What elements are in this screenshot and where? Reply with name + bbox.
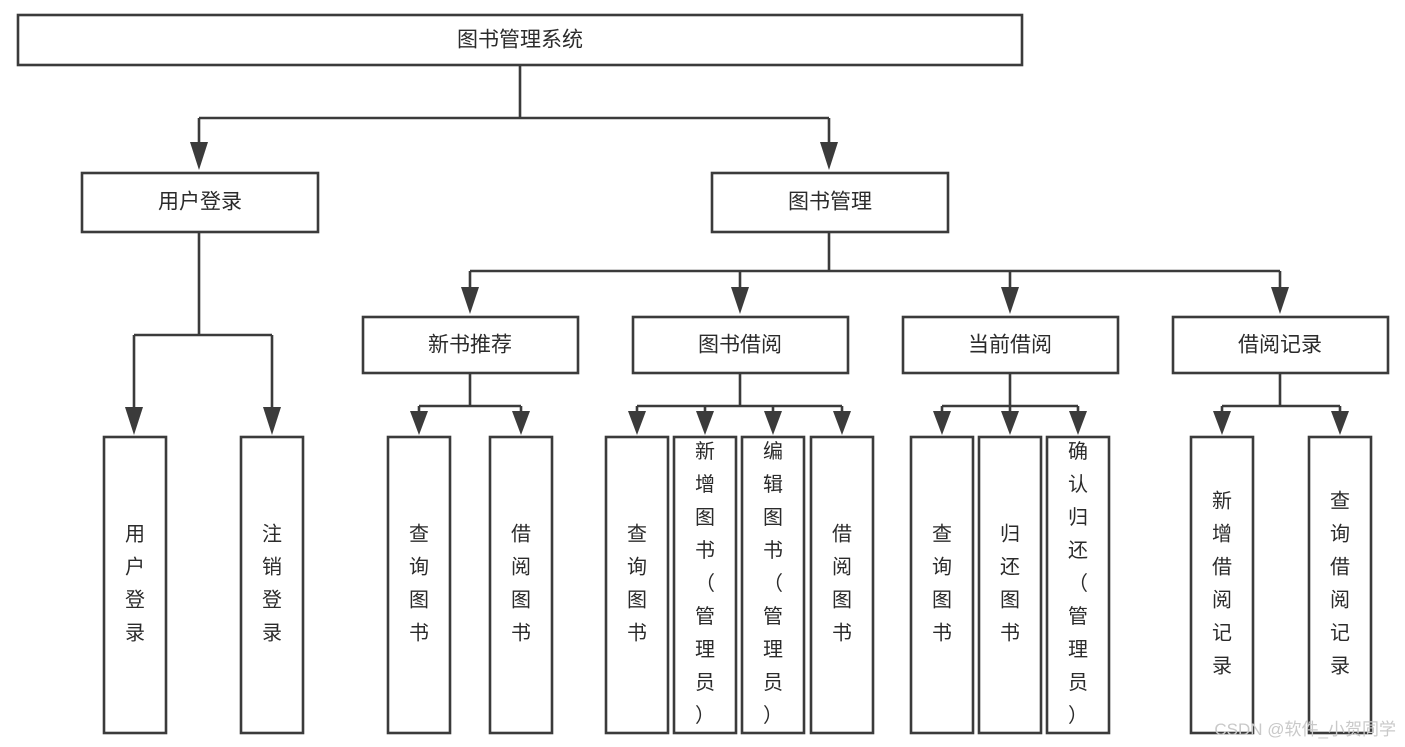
leaf-new-book-1-label: 查询图书	[409, 523, 429, 645]
csdn-watermark: CSDN @软件_小贺同学	[1214, 720, 1396, 739]
leaf-user-login-2-label: 注销登录	[262, 523, 282, 645]
leaf-borrow-record-2-box[interactable]	[1307, 435, 1373, 735]
leaf-book-borrow-3-label: 编辑图书（管理员）	[763, 440, 783, 727]
arrow-icon-bookborrow-leaf1	[628, 411, 646, 435]
leaf-user-login-1[interactable]: 用户登录	[102, 435, 168, 735]
node-current-borrow[interactable]: 当前借阅	[901, 315, 1120, 375]
leaf-book-borrow-2-box[interactable]	[672, 435, 738, 735]
leaf-borrow-record-1[interactable]: 新增借阅记录	[1189, 435, 1255, 735]
leaf-current-borrow-3-label: 确认归还（管理员）	[1068, 440, 1088, 727]
edges-layer	[125, 66, 1349, 435]
arrow-icon-currentborrow-leaf1	[933, 411, 951, 435]
node-current-borrow-label: 当前借阅	[968, 334, 1052, 357]
leaf-user-login-1-box[interactable]	[102, 435, 168, 735]
arrow-icon-bookmanage-borrowrecord	[1271, 287, 1289, 314]
node-book-manage[interactable]: 图书管理	[710, 171, 950, 234]
node-book-borrow-box[interactable]	[631, 315, 850, 375]
arrow-icon-bookborrow-leaf2	[696, 411, 714, 435]
node-root-system-label: 图书管理系统	[457, 29, 583, 52]
leaf-current-borrow-3-box[interactable]	[1045, 435, 1111, 735]
node-borrow-record-box[interactable]	[1171, 315, 1390, 375]
node-book-borrow[interactable]: 图书借阅	[631, 315, 850, 375]
leaf-user-login-1-label: 用户登录	[125, 524, 145, 645]
leaf-borrow-record-2[interactable]: 查询借阅记录	[1307, 435, 1373, 735]
node-user-login-box[interactable]	[80, 171, 320, 234]
arrow-icon-currentborrow-leaf2	[1001, 411, 1019, 435]
arrow-icon-userlogin-leaf2	[263, 407, 281, 435]
leaf-book-borrow-3[interactable]: 编辑图书（管理员）	[740, 435, 806, 735]
node-new-book-recommend-box[interactable]	[361, 315, 580, 375]
leaf-book-borrow-1[interactable]: 查询图书	[604, 435, 670, 735]
node-root-system[interactable]: 图书管理系统	[16, 13, 1024, 67]
arrow-icon-bookmanage-newbook	[461, 287, 479, 314]
node-user-login-label: 用户登录	[158, 191, 242, 214]
leaf-book-borrow-3-box[interactable]	[740, 435, 806, 735]
leaf-book-borrow-1-label: 查询图书	[627, 523, 647, 645]
leaf-user-login-2-box[interactable]	[239, 435, 305, 735]
arrow-icon-bookborrow-leaf3	[764, 411, 782, 435]
leaf-new-book-2[interactable]: 借阅图书	[488, 435, 554, 735]
leaf-borrow-record-1-label: 新增借阅记录	[1212, 490, 1232, 678]
leaf-new-book-2-box[interactable]	[488, 435, 554, 735]
leaf-current-borrow-3[interactable]: 确认归还（管理员）	[1045, 435, 1111, 735]
leaf-new-book-1-box[interactable]	[386, 435, 452, 735]
leaf-borrow-record-1-box[interactable]	[1189, 435, 1255, 735]
arrow-icon-newbook-leaf2	[512, 411, 530, 435]
arrow-icon-root-to-book-manage	[820, 142, 838, 170]
node-book-manage-box[interactable]	[710, 171, 950, 234]
leaf-book-borrow-1-box[interactable]	[604, 435, 670, 735]
leaf-current-borrow-2-box[interactable]	[977, 435, 1043, 735]
node-borrow-record-label: 借阅记录	[1238, 334, 1322, 357]
leaf-new-book-1[interactable]: 查询图书	[386, 435, 452, 735]
node-borrow-record[interactable]: 借阅记录	[1171, 315, 1390, 375]
leaf-book-borrow-2[interactable]: 新增图书（管理员）	[672, 435, 738, 735]
arrow-icon-bookmanage-currentborrow	[1001, 287, 1019, 314]
leaf-current-borrow-2[interactable]: 归还图书	[977, 435, 1043, 735]
leaf-current-borrow-1-label: 查询图书	[932, 523, 952, 645]
leaf-book-borrow-4-box[interactable]	[809, 435, 875, 735]
leaf-book-borrow-4-label: 借阅图书	[832, 523, 852, 645]
arrow-icon-root-to-user-login	[190, 142, 208, 170]
arrow-icon-newbook-leaf1	[410, 411, 428, 435]
arrow-icon-borrowrecord-leaf2	[1331, 411, 1349, 435]
leaf-borrow-record-2-label: 查询借阅记录	[1330, 490, 1350, 678]
node-new-book-recommend-label: 新书推荐	[428, 334, 512, 357]
node-book-manage-label: 图书管理	[788, 191, 872, 214]
leaf-current-borrow-1[interactable]: 查询图书	[909, 435, 975, 735]
leaf-new-book-2-label: 借阅图书	[511, 523, 531, 645]
leaf-current-borrow-2-label: 归还图书	[1000, 523, 1020, 645]
node-book-borrow-label: 图书借阅	[698, 334, 782, 357]
leaf-book-borrow-4[interactable]: 借阅图书	[809, 435, 875, 735]
arrow-icon-bookborrow-leaf4	[833, 411, 851, 435]
node-current-borrow-box[interactable]	[901, 315, 1120, 375]
arrow-icon-bookmanage-bookborrow	[731, 287, 749, 314]
leaf-book-borrow-2-label: 新增图书（管理员）	[695, 440, 715, 727]
leaf-user-login-2[interactable]: 注销登录	[239, 435, 305, 735]
arrow-icon-userlogin-leaf1	[125, 407, 143, 435]
arrow-icon-borrowrecord-leaf1	[1213, 411, 1231, 435]
node-new-book-recommend[interactable]: 新书推荐	[361, 315, 580, 375]
leaf-current-borrow-1-box[interactable]	[909, 435, 975, 735]
arrow-icon-currentborrow-leaf3	[1069, 411, 1087, 435]
node-user-login[interactable]: 用户登录	[80, 171, 320, 234]
node-root-system-box[interactable]	[16, 13, 1024, 67]
